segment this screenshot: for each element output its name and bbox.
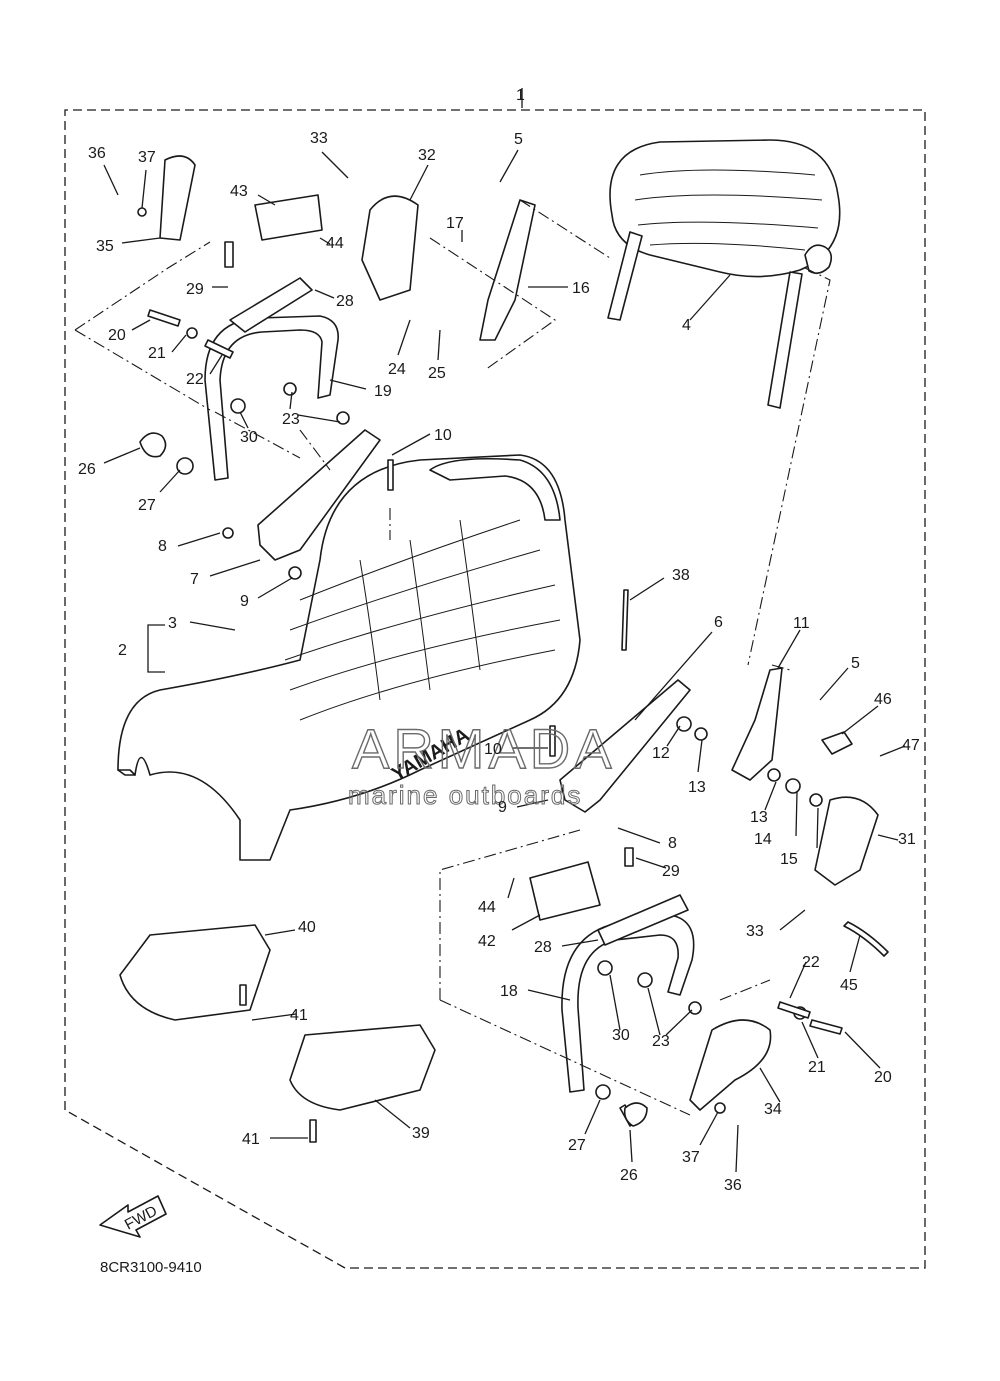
callout-41b: 41 xyxy=(242,1131,260,1148)
plate-part-6 xyxy=(559,679,691,813)
callout-44b: 44 xyxy=(478,899,496,916)
watermark-subtitle: marine outboards xyxy=(348,780,582,810)
callout-22b: 22 xyxy=(802,954,820,971)
drawing-code: 8CR3100-9410 xyxy=(100,1259,202,1276)
callout-10b: 10 xyxy=(484,741,502,758)
handle-part-35 xyxy=(159,155,196,241)
callout-14: 14 xyxy=(754,831,772,848)
callout-24: 24 xyxy=(388,361,406,378)
callout-37b: 37 xyxy=(682,1149,700,1166)
callout-30a: 30 xyxy=(240,429,258,446)
hardware-group xyxy=(137,207,889,1143)
callout-4: 4 xyxy=(682,317,691,334)
callout-29b: 29 xyxy=(662,863,680,880)
callout-34: 34 xyxy=(764,1101,782,1118)
leader-lines xyxy=(103,149,906,1173)
callout-7: 7 xyxy=(190,571,199,588)
callout-26a: 26 xyxy=(78,461,96,478)
callout-22a: 22 xyxy=(186,371,204,388)
callout-36b: 36 xyxy=(724,1177,742,1194)
callout-27b: 27 xyxy=(568,1137,586,1154)
callout-1: 1 xyxy=(516,87,525,104)
callout-36a: 36 xyxy=(88,145,106,162)
callout-5a: 5 xyxy=(514,131,523,148)
callout-43: 43 xyxy=(230,183,248,200)
callout-25: 25 xyxy=(428,365,446,382)
callout-9b: 9 xyxy=(498,799,507,816)
callout-23a: 23 xyxy=(282,411,300,428)
callout-17: 17 xyxy=(446,215,464,232)
cover-part-32 xyxy=(361,195,419,301)
watermark-title: ARMADA xyxy=(352,717,616,780)
callout-10a: 10 xyxy=(434,427,452,444)
callout-13a: 13 xyxy=(688,779,706,796)
callout-29a: 29 xyxy=(186,281,204,298)
plate-part-42 xyxy=(529,861,601,921)
assembly-boundary xyxy=(64,109,926,1269)
callout-23b: 23 xyxy=(652,1033,670,1050)
callout-15: 15 xyxy=(780,851,798,868)
headrest-part xyxy=(607,139,841,409)
rod-part-28a xyxy=(229,277,313,333)
callout-labels: 1 2 3 4 5 5 6 7 8 8 9 9 10 10 11 12 13 1… xyxy=(78,87,920,1194)
callout-18: 18 xyxy=(500,983,518,1000)
callout-42: 42 xyxy=(478,933,496,950)
callout-8a: 8 xyxy=(158,538,167,555)
connection-lines xyxy=(74,199,831,1116)
callout-28b: 28 xyxy=(534,939,552,956)
callout-20a: 20 xyxy=(108,327,126,344)
bracket-part-11 xyxy=(731,667,783,781)
callout-11: 11 xyxy=(793,615,810,632)
seat-part xyxy=(117,454,581,861)
fwd-arrow-icon: FWD xyxy=(99,1195,167,1238)
callout-8b: 8 xyxy=(668,835,677,852)
callout-37a: 37 xyxy=(138,149,156,166)
tray-part-40 xyxy=(119,924,271,1021)
callout-20b: 20 xyxy=(874,1069,892,1086)
callout-26b: 26 xyxy=(620,1167,638,1184)
callout-47: 47 xyxy=(902,737,920,754)
plate-part-43 xyxy=(254,194,323,241)
callout-38: 38 xyxy=(672,567,690,584)
callout-3: 3 xyxy=(168,615,177,632)
callout-44a: 44 xyxy=(326,235,344,252)
callout-40: 40 xyxy=(298,919,316,936)
handle-part-34 xyxy=(689,1019,772,1111)
callout-41a: 41 xyxy=(290,1007,308,1024)
callout-45: 45 xyxy=(840,977,858,994)
callout-9a: 9 xyxy=(240,593,249,610)
callout-32: 32 xyxy=(418,147,436,164)
callout-21a: 21 xyxy=(148,345,166,362)
callout-16: 16 xyxy=(572,280,590,297)
callout-35: 35 xyxy=(96,238,114,255)
tray-part-39 xyxy=(289,1024,436,1111)
callout-33a: 33 xyxy=(310,130,328,147)
backrest-bar-19 xyxy=(204,315,339,481)
callout-33b: 33 xyxy=(746,923,764,940)
callout-31: 31 xyxy=(898,831,916,848)
callout-6: 6 xyxy=(714,614,723,631)
callout-5b: 5 xyxy=(851,655,860,672)
callout-21b: 21 xyxy=(808,1059,826,1076)
lock-arm-part-16 xyxy=(479,199,536,341)
callout-28a: 28 xyxy=(336,293,354,310)
callout-30b: 30 xyxy=(612,1027,630,1044)
callout-2: 2 xyxy=(118,642,127,659)
callout-13b: 13 xyxy=(750,809,768,826)
cover-part-31 xyxy=(814,796,879,886)
rod-part-28b xyxy=(597,894,689,946)
callout-39: 39 xyxy=(412,1125,430,1142)
callout-19: 19 xyxy=(374,383,392,400)
callout-46: 46 xyxy=(874,691,892,708)
callout-12: 12 xyxy=(652,745,670,762)
plate-part-7 xyxy=(257,429,381,561)
callout-27a: 27 xyxy=(138,497,156,514)
